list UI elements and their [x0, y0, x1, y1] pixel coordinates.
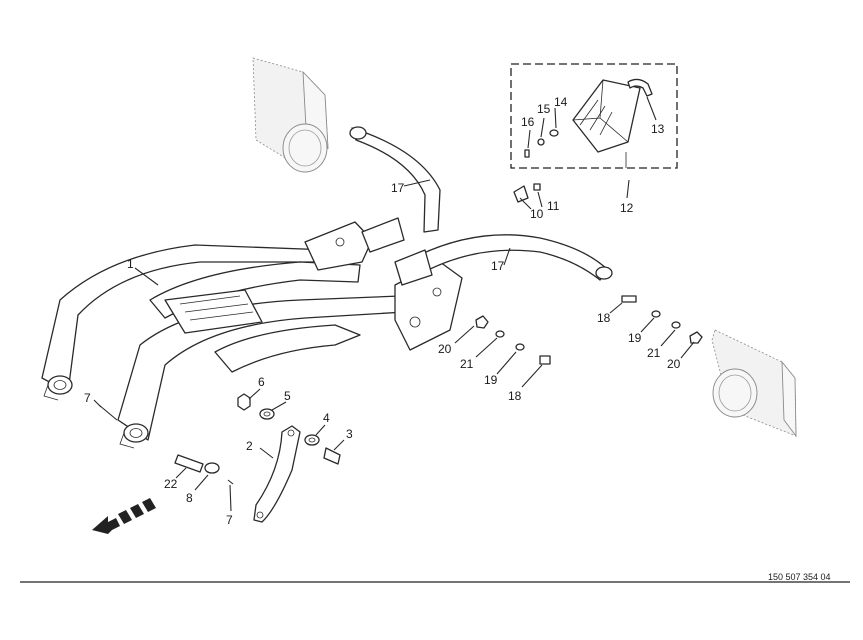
callout-17-right: 17 — [491, 259, 505, 273]
box-hardware — [524, 129, 559, 158]
right-rail — [394, 234, 613, 286]
ghost-catcher-right — [711, 329, 797, 438]
callout-5: 5 — [284, 389, 291, 403]
callout-20-left: 20 — [438, 342, 452, 356]
toolbox-group — [510, 63, 678, 169]
callout-21-left: 21 — [460, 357, 474, 371]
direction-arrow — [92, 498, 156, 534]
callout-13: 13 — [651, 122, 665, 136]
callout-1: 1 — [127, 257, 134, 271]
callout-7-bottom: 7 — [226, 513, 233, 527]
callout-14: 14 — [554, 95, 568, 109]
callout-20-right: 20 — [667, 357, 681, 371]
callout-18-top: 18 — [597, 311, 611, 325]
callout-8: 8 — [186, 491, 193, 505]
main-frame — [41, 221, 463, 449]
callout-11: 11 — [547, 199, 560, 213]
callout-2: 2 — [246, 439, 253, 453]
callout-7-left: 7 — [84, 391, 91, 405]
callout-19-bottom: 19 — [484, 373, 498, 387]
lower-hardware — [98, 393, 341, 523]
callout-19-top: 19 — [628, 331, 642, 345]
callouts: 1 2 3 4 5 6 7 7 8 10 11 12 13 14 15 16 1… — [84, 95, 681, 527]
leader-lines — [93, 96, 695, 512]
callout-10: 10 — [530, 207, 544, 221]
callout-17-upper: 17 — [391, 181, 405, 195]
right-hardware — [621, 295, 703, 344]
callout-12: 12 — [620, 201, 634, 215]
callout-6: 6 — [258, 375, 265, 389]
callout-21-right: 21 — [647, 346, 661, 360]
mid-hardware — [475, 315, 551, 365]
callout-18-bottom: 18 — [508, 389, 522, 403]
upper-rail — [349, 126, 441, 253]
callout-22: 22 — [164, 477, 178, 491]
ghost-catcher-top-left — [252, 57, 329, 173]
callout-3: 3 — [346, 427, 353, 441]
clip-and-screw — [513, 183, 541, 203]
callout-16: 16 — [521, 115, 535, 129]
document-number: 150 507 354 04 — [768, 572, 831, 582]
callout-15: 15 — [537, 102, 551, 116]
callout-4: 4 — [323, 411, 330, 425]
